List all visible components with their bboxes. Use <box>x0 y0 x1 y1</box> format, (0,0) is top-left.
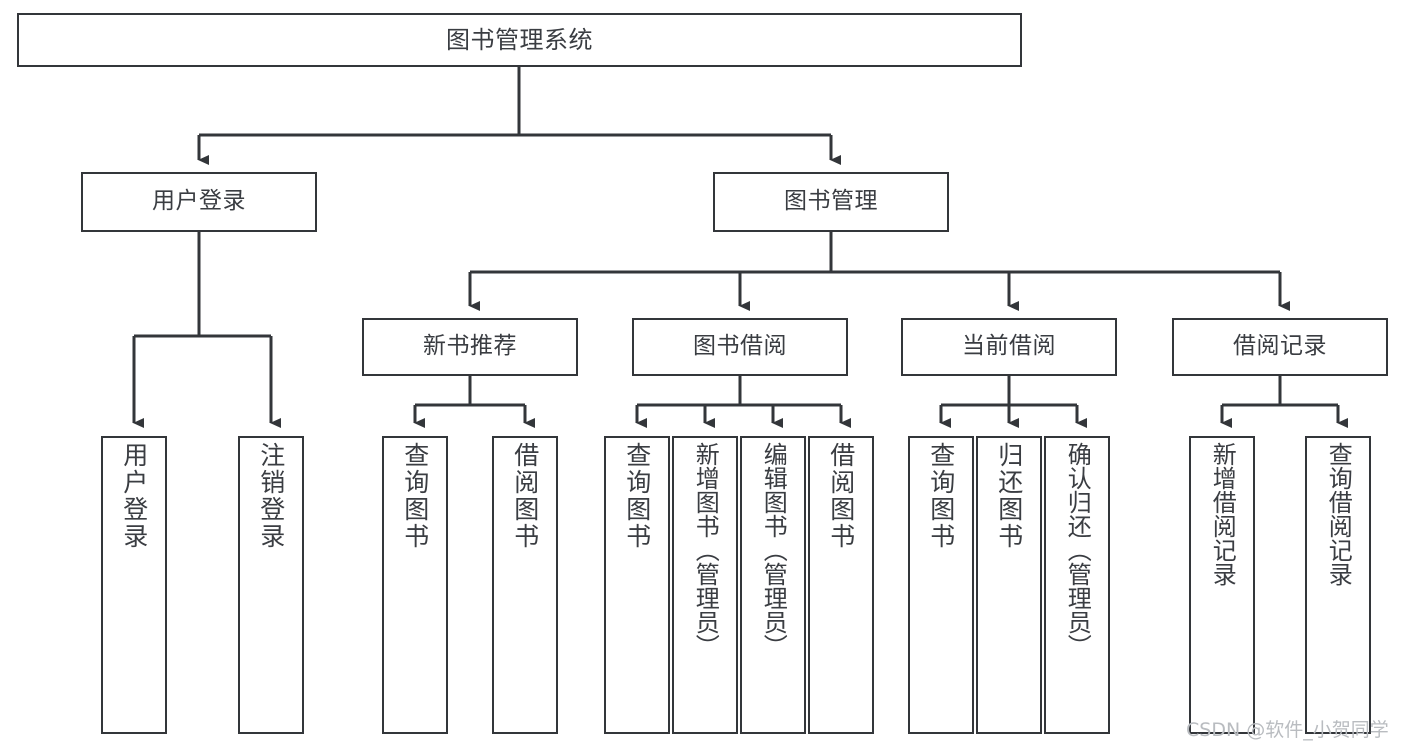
node-label: 用户登录 <box>152 188 246 215</box>
leaf-return-book[interactable]: 归还图书 <box>976 436 1042 734</box>
leaf-add-book-admin[interactable]: 新增图书（管理员） <box>672 436 738 734</box>
node-label: 新增借阅记录 <box>1208 442 1237 586</box>
node-book-management[interactable]: 图书管理 <box>713 172 949 232</box>
node-label: 图书借阅 <box>693 333 787 360</box>
leaf-query-book-recommend[interactable]: 查询图书 <box>382 436 448 734</box>
node-label: 编辑图书（管理员） <box>759 442 788 658</box>
node-root-book-management-system[interactable]: 图书管理系统 <box>17 13 1022 67</box>
node-label: 查询图书 <box>622 442 652 550</box>
leaf-query-borrow-record[interactable]: 查询借阅记录 <box>1305 436 1371 734</box>
watermark-text: CSDN @软件_小贺同学 <box>1186 719 1389 741</box>
leaf-add-borrow-record[interactable]: 新增借阅记录 <box>1189 436 1255 734</box>
node-label: 查询图书 <box>926 442 956 550</box>
node-label: 当前借阅 <box>962 333 1056 360</box>
leaf-confirm-return-admin[interactable]: 确认归还（管理员） <box>1044 436 1110 734</box>
node-label: 查询借阅记录 <box>1324 442 1353 586</box>
leaf-borrow-book-recommend[interactable]: 借阅图书 <box>492 436 558 734</box>
node-label: 借阅记录 <box>1233 333 1327 360</box>
leaf-user-login[interactable]: 用户登录 <box>101 436 167 734</box>
node-label: 借阅图书 <box>826 442 856 550</box>
node-label: 用户登录 <box>119 442 149 550</box>
node-label: 图书管理 <box>784 188 878 215</box>
leaf-logout[interactable]: 注销登录 <box>238 436 304 734</box>
node-label: 图书管理系统 <box>446 25 593 54</box>
node-label: 归还图书 <box>994 442 1024 550</box>
node-label: 借阅图书 <box>510 442 540 550</box>
node-label: 新书推荐 <box>423 333 517 360</box>
node-user-login[interactable]: 用户登录 <box>81 172 317 232</box>
node-book-borrowing[interactable]: 图书借阅 <box>632 318 848 376</box>
node-label: 查询图书 <box>400 442 430 550</box>
leaf-edit-book-admin[interactable]: 编辑图书（管理员） <box>740 436 806 734</box>
leaf-query-book-current[interactable]: 查询图书 <box>908 436 974 734</box>
node-label: 新增图书（管理员） <box>691 442 720 658</box>
leaf-query-book-borrow[interactable]: 查询图书 <box>604 436 670 734</box>
node-new-book-recommendation[interactable]: 新书推荐 <box>362 318 578 376</box>
leaf-borrow-book[interactable]: 借阅图书 <box>808 436 874 734</box>
node-current-borrowing[interactable]: 当前借阅 <box>901 318 1117 376</box>
node-borrowing-record[interactable]: 借阅记录 <box>1172 318 1388 376</box>
node-label: 注销登录 <box>256 442 286 550</box>
node-label: 确认归还（管理员） <box>1063 442 1092 658</box>
